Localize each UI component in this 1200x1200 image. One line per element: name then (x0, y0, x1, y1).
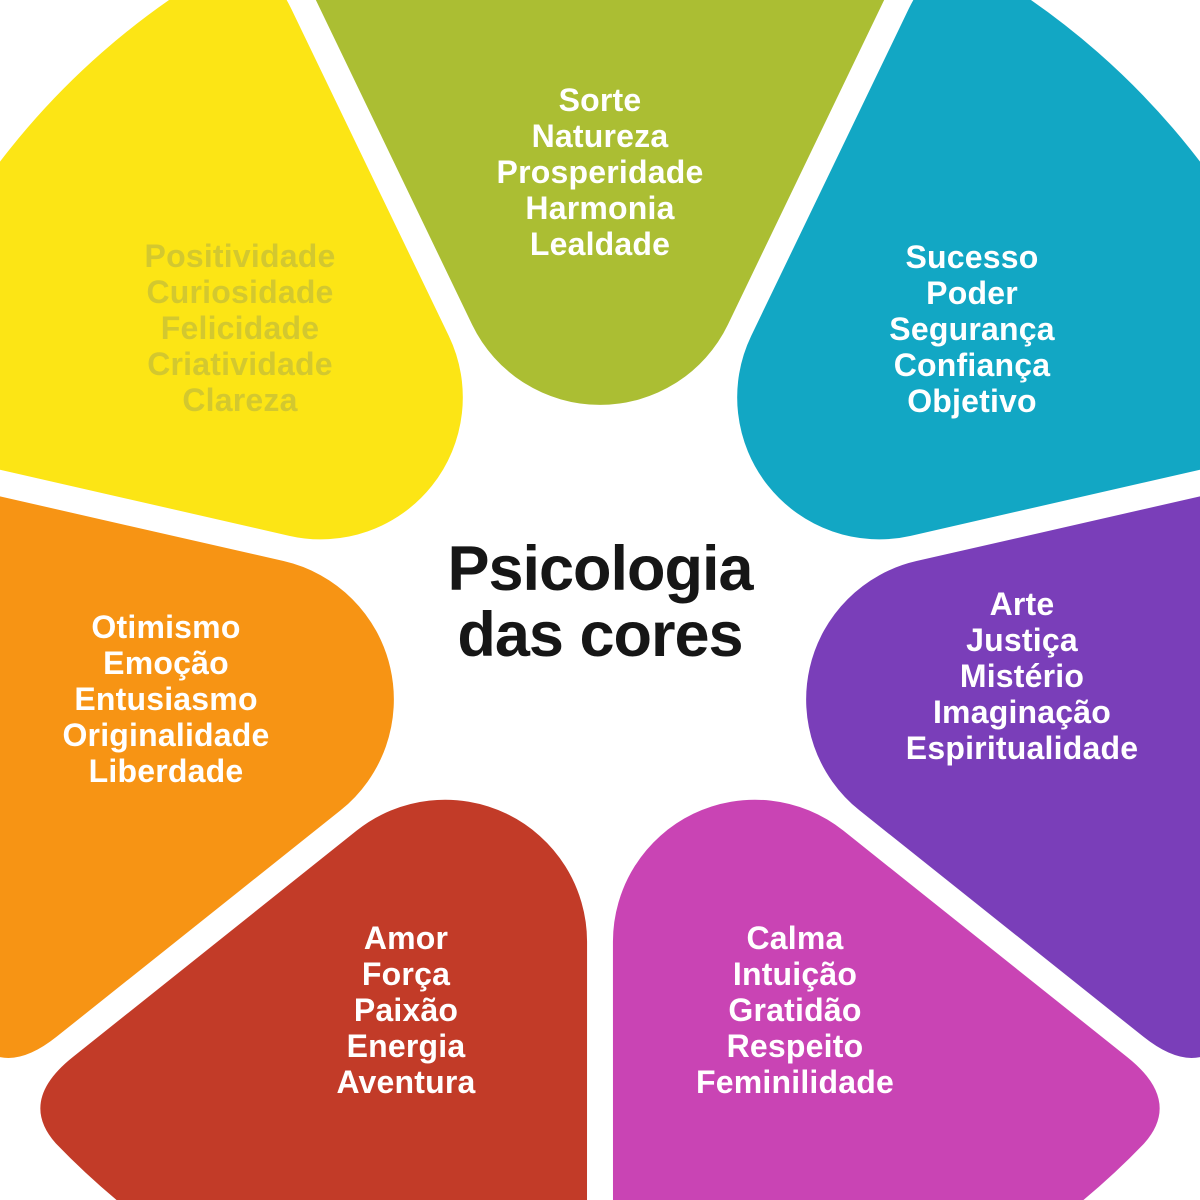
petal-label-line: Curiosidade (146, 274, 334, 310)
petal-label-line: Criatividade (147, 346, 333, 382)
petal-label-line: Felicidade (160, 310, 320, 346)
petal-orange-label: Otimismo Emoção Entusiasmo Originalidade… (62, 609, 269, 789)
petal-label-line: Otimismo (91, 609, 241, 645)
petal-yellow-label: Positividade Curiosidade Felicidade Cria… (145, 238, 336, 418)
petal-label-line: Emoção (103, 645, 229, 681)
petal-red-label: Amor Força Paixão Energia Aventura (336, 920, 475, 1100)
petal-label-line: Segurança (889, 311, 1055, 347)
page-title: Psicologia das cores (447, 534, 753, 670)
petal-label-line: Imaginação (932, 694, 1112, 730)
petal-label-line: Poder (926, 275, 1018, 311)
page-title-line-2: das cores (457, 600, 743, 670)
petal-label-line: Aventura (336, 1064, 476, 1100)
petal-label-line: Lealdade (529, 226, 671, 262)
petal-label-line: Natureza (531, 118, 669, 154)
petal-label-line: Calma (746, 920, 844, 956)
petal-green-label: Sorte Natureza Prosperidade Harmonia Lea… (497, 82, 704, 262)
petal-label-line: Confiança (893, 347, 1051, 383)
petal-label-line: Objetivo (907, 383, 1037, 419)
petal-teal-shape (737, 0, 1200, 540)
page-title-line-1: Psicologia (447, 534, 753, 604)
petal-label-line: Força (361, 956, 451, 992)
petal-label-line: Sorte (558, 82, 642, 118)
petal-label-line: Sucesso (905, 239, 1039, 275)
petal-label-line: Paixão (353, 992, 459, 1028)
petal-label-line: Espiritualidade (905, 730, 1139, 766)
petal-label-line: Originalidade (62, 717, 270, 753)
petal-orange-shape (0, 476, 394, 1058)
petal-label-line: Energia (346, 1028, 466, 1064)
petal-label-line: Entusiasmo (74, 681, 258, 717)
petal-label-line: Intuição (732, 956, 858, 992)
petal-label-line: Harmonia (525, 190, 675, 226)
petal-purple-label: Arte Justiça Mistério Imaginação Espirit… (906, 586, 1138, 766)
petal-red-shape (40, 799, 588, 1200)
petal-label-line: Gratidão (728, 992, 862, 1028)
petal-magenta-label: Calma Intuição Gratidão Respeito Feminil… (696, 920, 894, 1100)
petal-magenta-shape (612, 799, 1160, 1200)
petal-purple-shape (806, 476, 1200, 1058)
petal-label-line: Justiça (966, 622, 1078, 658)
petal-label-line: Liberdade (88, 753, 244, 789)
petal-yellow-shape (0, 0, 463, 540)
petal-label-line: Clareza (182, 382, 298, 418)
petal-green-shape (315, 0, 885, 405)
petal-label-line: Amor (363, 920, 449, 956)
petal-label-line: Prosperidade (496, 154, 704, 190)
petal-label-line: Mistério (959, 658, 1085, 694)
petal-label-line: Respeito (726, 1028, 864, 1064)
petal-label-line: Positividade (144, 238, 336, 274)
petal-label-line: Feminilidade (696, 1064, 894, 1100)
petal-label-line: Arte (989, 586, 1055, 622)
petal-teal-label: Sucesso Poder Segurança Confiança Objeti… (889, 239, 1054, 419)
